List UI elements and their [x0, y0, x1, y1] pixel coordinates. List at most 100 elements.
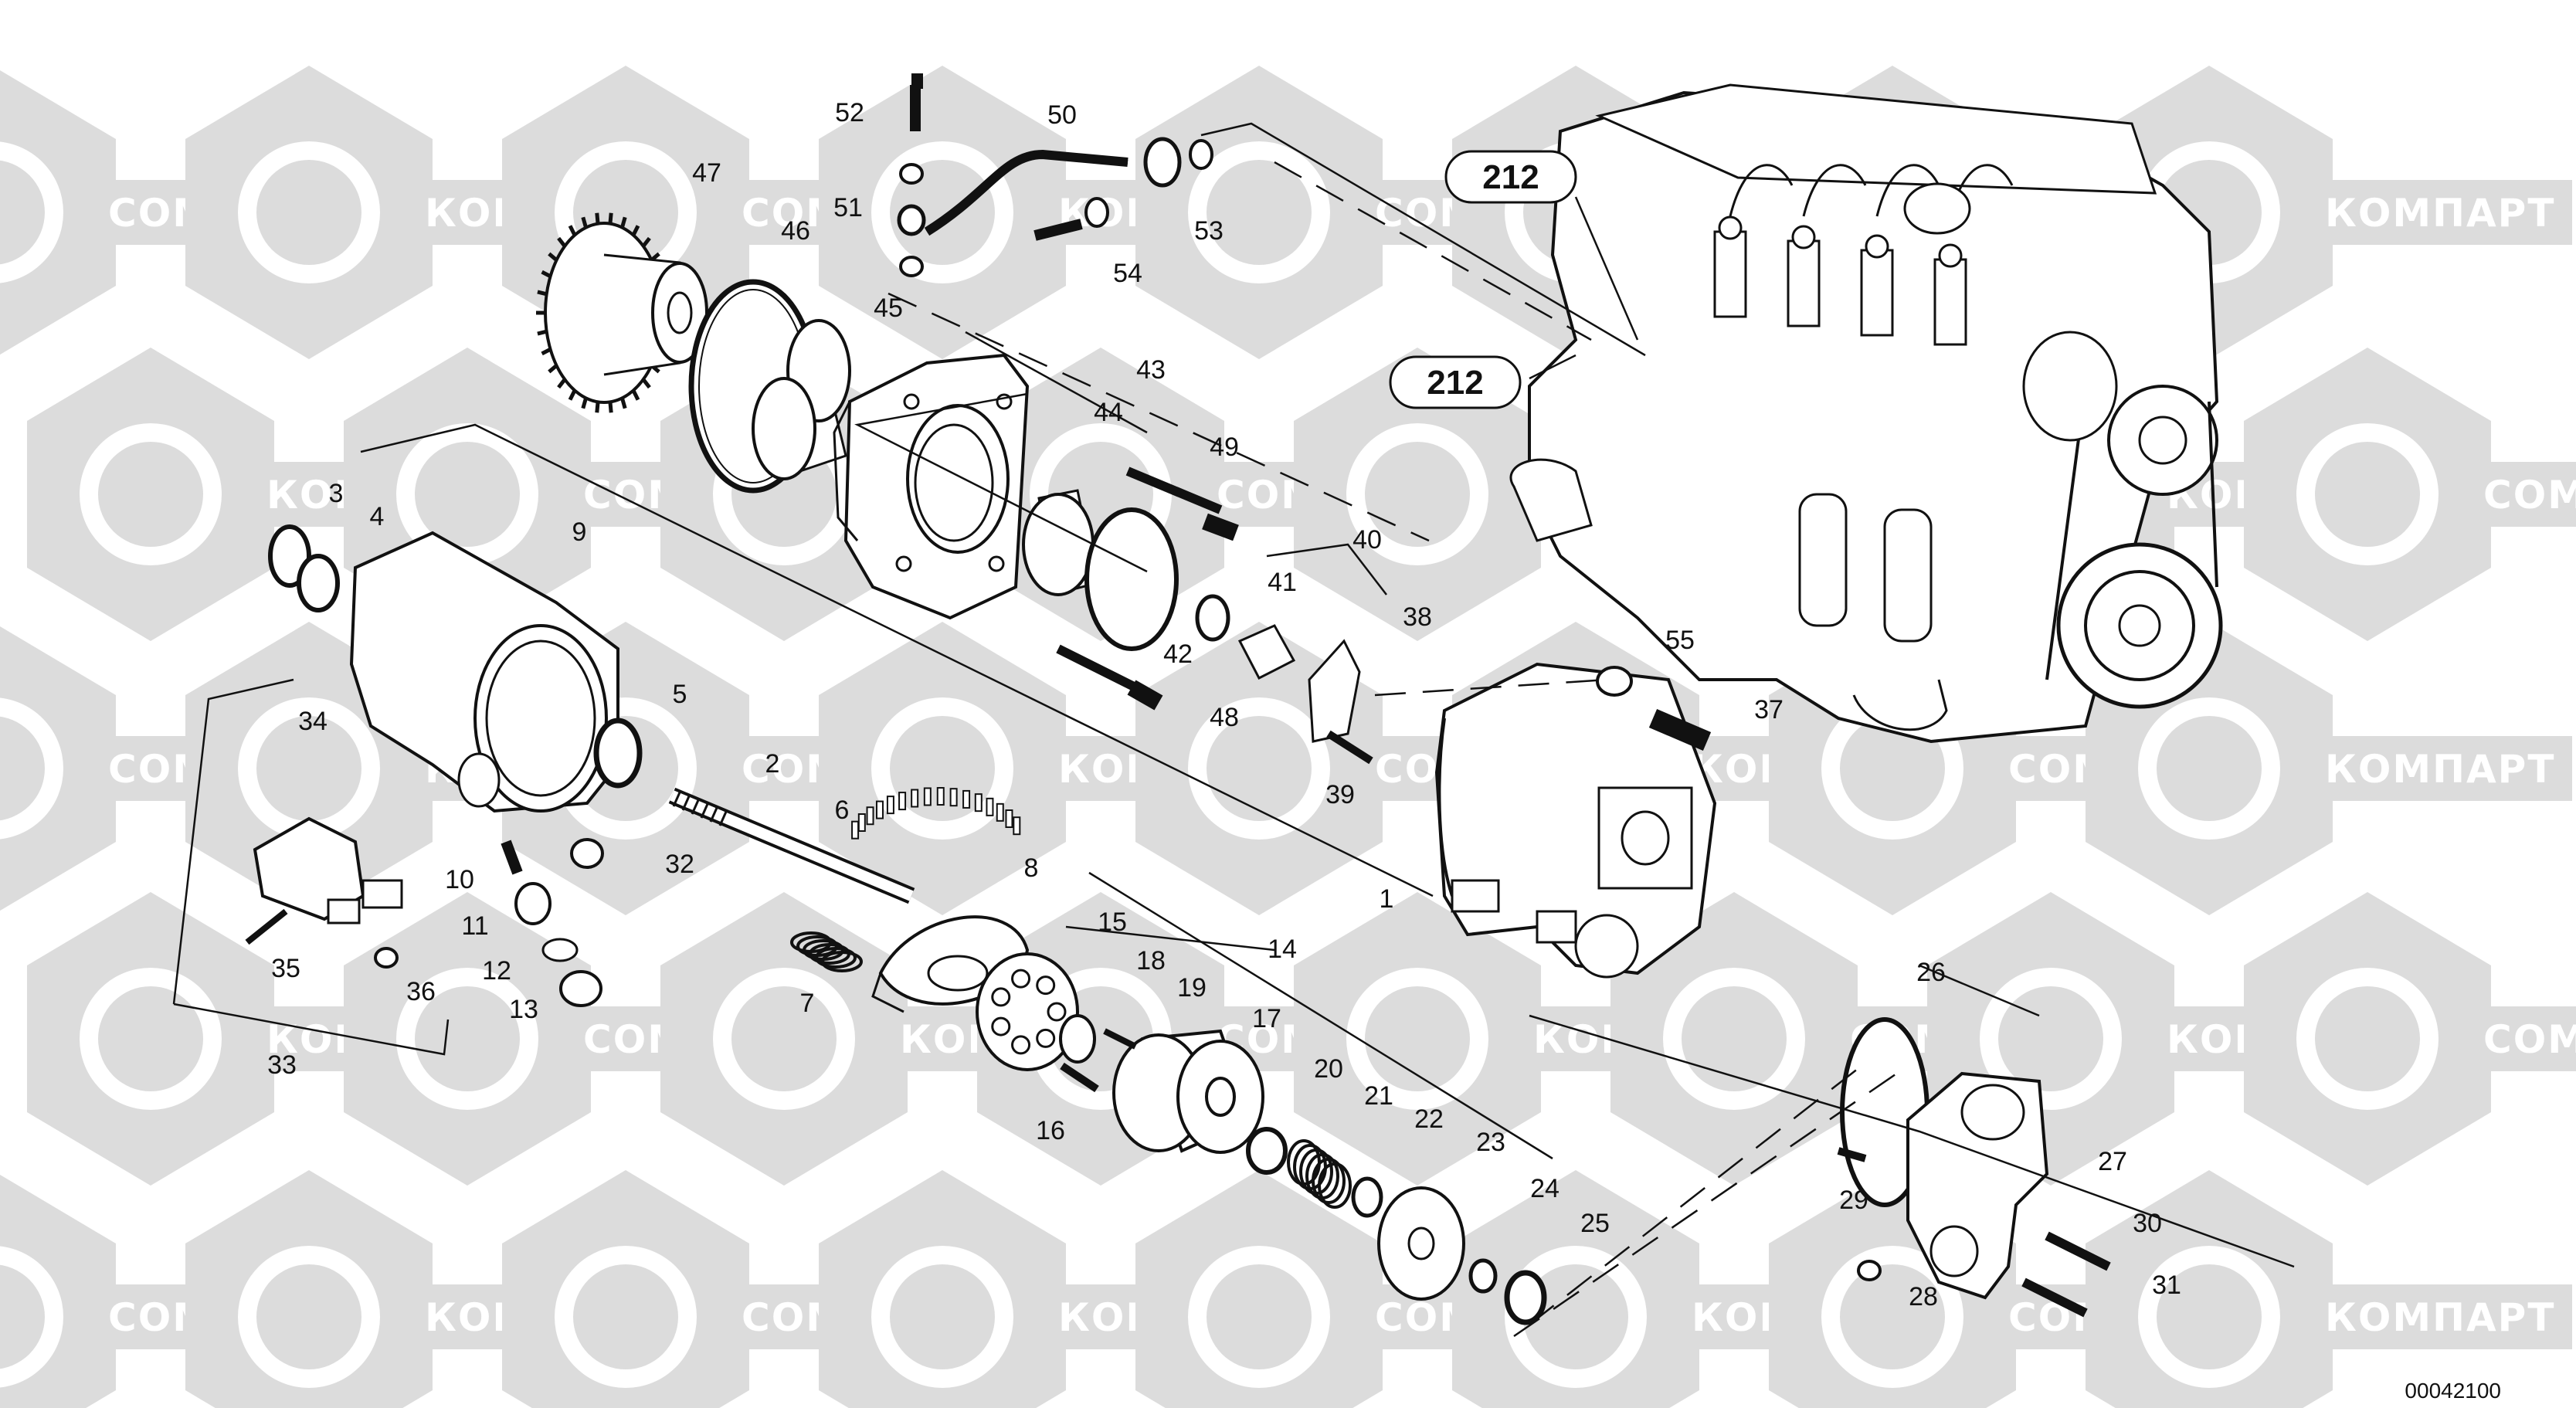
part-label-31[interactable]: 31: [2152, 1271, 2181, 1300]
part-label-45[interactable]: 45: [874, 293, 903, 323]
part-label-50[interactable]: 50: [1047, 100, 1077, 130]
part-label-54[interactable]: 54: [1113, 259, 1142, 288]
part-label-29[interactable]: 29: [1839, 1186, 1868, 1215]
part-label-1[interactable]: 1: [1380, 884, 1394, 914]
part-label-24[interactable]: 24: [1530, 1174, 1560, 1203]
part-label-28[interactable]: 28: [1909, 1282, 1938, 1311]
washer-51-bottom-icon: [899, 256, 924, 277]
part-label-5[interactable]: 5: [673, 680, 687, 709]
bolt-30-icon: [2045, 1231, 2111, 1271]
svg-text:КОМПАРТ: КОМПАРТ: [2325, 1295, 2555, 1340]
piston-11-icon: [514, 882, 552, 925]
part-label-19[interactable]: 19: [1177, 973, 1207, 1003]
part-label-47[interactable]: 47: [692, 158, 721, 188]
leader-line: [1574, 196, 1639, 341]
plug-28-icon: [1857, 1260, 1882, 1281]
part-label-35[interactable]: 35: [271, 954, 300, 983]
gear-47-icon: [536, 212, 708, 413]
part-label-13[interactable]: 13: [509, 995, 538, 1024]
part-label-40[interactable]: 40: [1352, 525, 1382, 555]
pin-19-icon: [1103, 1028, 1137, 1050]
part-label-36[interactable]: 36: [406, 977, 436, 1006]
pump-assembly-1-icon: [1434, 662, 1717, 979]
plug-32-icon: [570, 838, 604, 869]
part-label-38[interactable]: 38: [1403, 602, 1432, 632]
callout-212-top[interactable]: 212: [1444, 150, 1577, 204]
flange-housing-43-icon: [833, 353, 1030, 620]
engine-assembly-icon: [1509, 83, 2223, 744]
part-label-51[interactable]: 51: [833, 193, 863, 222]
part-label-32[interactable]: 32: [665, 850, 694, 879]
group-bracket: [173, 1003, 450, 1056]
part-label-43[interactable]: 43: [1136, 355, 1166, 385]
part-label-42[interactable]: 42: [1163, 640, 1193, 669]
circlip-41-icon: [1195, 594, 1230, 642]
part-label-21[interactable]: 21: [1364, 1081, 1393, 1111]
part-label-41[interactable]: 41: [1268, 568, 1297, 597]
leader-line: [1529, 1065, 1862, 1325]
washer-20-icon: [1246, 1127, 1288, 1175]
part-label-44[interactable]: 44: [1094, 398, 1123, 427]
part-label-23[interactable]: 23: [1476, 1128, 1505, 1157]
part-label-49[interactable]: 49: [1210, 433, 1239, 462]
needle-bearing-6-icon: [851, 787, 1021, 840]
disc-38-icon: [1308, 639, 1361, 743]
part-label-9[interactable]: 9: [572, 517, 587, 547]
part-label-55[interactable]: 55: [1665, 626, 1695, 655]
bolt-37-icon: [1648, 709, 1712, 751]
part-label-2[interactable]: 2: [765, 749, 780, 779]
part-label-12[interactable]: 12: [482, 956, 511, 986]
part-label-46[interactable]: 46: [781, 216, 810, 246]
part-label-37[interactable]: 37: [1754, 695, 1784, 724]
part-label-39[interactable]: 39: [1325, 780, 1355, 809]
part-label-7[interactable]: 7: [800, 989, 815, 1018]
part-label-20[interactable]: 20: [1314, 1054, 1343, 1084]
group-bracket: [1919, 964, 2040, 1017]
part-label-26[interactable]: 26: [1916, 958, 1946, 987]
part-label-27[interactable]: 27: [2098, 1147, 2127, 1176]
part-label-34[interactable]: 34: [298, 707, 328, 736]
bearing-5-icon: [593, 718, 643, 789]
part-label-11[interactable]: 11: [461, 911, 488, 941]
part-label-18[interactable]: 18: [1136, 946, 1166, 975]
part-label-4[interactable]: 4: [370, 502, 385, 531]
part-label-22[interactable]: 22: [1414, 1104, 1444, 1134]
seal-4-icon: [297, 554, 340, 612]
fitting-50-end-icon: [1143, 137, 1182, 188]
ring-12-icon: [541, 938, 579, 962]
drawing-layer: [245, 73, 2223, 1325]
leader-line: [1274, 161, 1592, 341]
bushing-45-icon: [752, 319, 851, 480]
part-label-16[interactable]: 16: [1036, 1116, 1065, 1145]
part-label-6[interactable]: 6: [835, 796, 850, 825]
drive-shaft-2-icon: [668, 787, 915, 904]
pump-housing-left-icon: [349, 531, 619, 813]
part-label-25[interactable]: 25: [1580, 1209, 1610, 1238]
part-label-14[interactable]: 14: [1268, 935, 1297, 964]
part-label-53[interactable]: 53: [1194, 216, 1224, 246]
pin-10-icon: [501, 840, 523, 875]
part-label-3[interactable]: 3: [329, 479, 344, 508]
part-number-labels: 1234567891011121314151617181920212223242…: [267, 98, 2181, 1311]
part-label-52[interactable]: 52: [835, 98, 864, 127]
callout-212-bottom-label: 212: [1427, 364, 1483, 402]
valve-plate-15-icon: [976, 952, 1079, 1071]
part-label-48[interactable]: 48: [1210, 703, 1239, 732]
part-label-30[interactable]: 30: [2133, 1209, 2162, 1238]
hub-18-icon: [1059, 1014, 1096, 1064]
washer-51-top-icon: [899, 163, 924, 185]
part-label-8[interactable]: 8: [1024, 853, 1039, 883]
washer-53-top-icon: [1189, 139, 1213, 170]
watermark-tile: COMPART: [2244, 348, 2576, 641]
part-label-33[interactable]: 33: [267, 1050, 297, 1080]
part-label-17[interactable]: 17: [1252, 1004, 1281, 1033]
washer-55-icon: [1596, 666, 1633, 697]
callout-212-bottom[interactable]: 212: [1389, 355, 1522, 409]
bolt-39-icon: [1326, 730, 1373, 765]
svg-text:КОМПАРТ: КОМПАРТ: [2325, 191, 2555, 236]
part-label-15[interactable]: 15: [1098, 908, 1127, 937]
spring-21-icon: [1287, 1139, 1352, 1209]
part-label-10[interactable]: 10: [445, 865, 474, 894]
pipe-50-inner: [925, 151, 1128, 234]
